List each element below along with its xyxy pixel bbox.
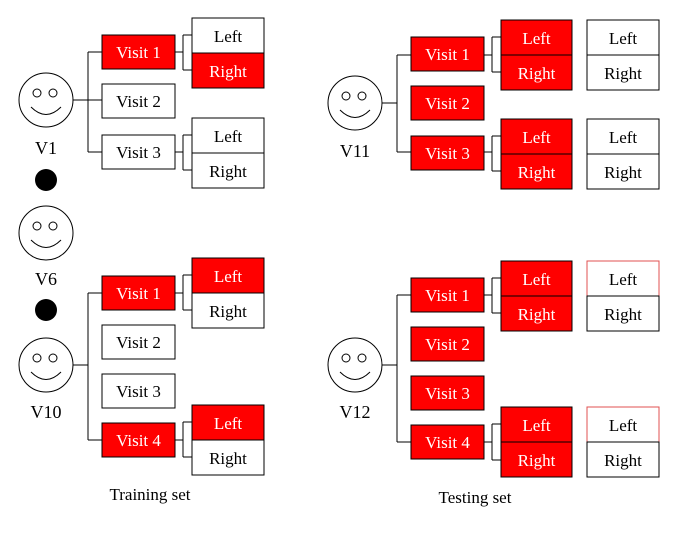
eye-pair: Left Right [191,404,265,476]
visit-box: Visit 1 [101,275,176,311]
patient-label: V10 [31,402,62,422]
eye-left-label: Left [522,128,551,147]
target-left-label: Left [609,128,638,147]
visit-label: Visit 4 [425,433,470,452]
visit-box: Visit 1 [410,277,485,313]
visit-box: Visit 3 [101,373,176,409]
patient-v12: V12 Visit 1 Visit 2 Visit 3 Visit 4 Left… [327,260,660,478]
visit-label: Visit 3 [116,382,161,401]
visit-box: Visit 4 [101,422,176,458]
visit-label: Visit 3 [116,143,161,162]
eye-right-label: Right [209,62,247,81]
smiley-face-icon [327,337,383,393]
visit-box: Visit 2 [101,83,176,119]
visit-box: Visit 1 [410,36,485,72]
training-set-caption: Training set [109,485,190,504]
visit-label: Visit 2 [425,94,470,113]
visit-label: Visit 1 [116,43,161,62]
visit-label: Visit 2 [425,335,470,354]
eye-right-label: Right [209,449,247,468]
eye-left-label: Left [214,27,243,46]
smiley-face-icon [18,72,74,128]
smiley-face-icon [327,75,383,131]
visit-label: Visit 1 [425,286,470,305]
eye-pair: Left Right [500,406,573,478]
visit-box: Visit 4 [410,424,485,460]
visit-label: Visit 4 [116,431,161,450]
eye-right-label: Right [209,302,247,321]
eye-left-label: Left [522,270,551,289]
visit-label: Visit 3 [425,384,470,403]
eye-left-label: Left [214,127,243,146]
patient-label: V11 [340,141,370,161]
visit-box: Visit 3 [410,135,485,171]
ellipsis-dot [35,169,57,191]
visit-label: Visit 1 [425,45,470,64]
visit-box: Visit 2 [410,326,485,362]
patient-v6: V6 [18,205,74,289]
eye-left-label: Left [522,29,551,48]
target-left-label: Left [609,270,638,289]
patient-label: V12 [340,402,371,422]
eye-pair: Left Right [500,118,573,190]
visit-box: Visit 2 [101,324,176,360]
ellipsis-dot [35,299,57,321]
eye-right-label: Right [518,451,556,470]
eye-right-label: Right [518,163,556,182]
visit-label: Visit 3 [425,144,470,163]
eye-right-label: Right [209,162,247,181]
patient-v10: V10 Visit 1 Visit 2 Visit 3 Visit 4 Left… [18,257,265,476]
patient-v1: V1 Visit 1 Visit 2 Visit 3 Left Right Le… [18,17,265,189]
target-left-label: Left [609,29,638,48]
target-right-label: Right [604,64,642,83]
target-eye-pair: Left Right [586,118,660,190]
eye-left-label: Left [214,267,243,286]
target-eye-pair: Left Right [586,19,660,91]
eye-pair: Left Right [500,260,573,332]
visit-label: Visit 1 [116,284,161,303]
target-right-label: Right [604,305,642,324]
visit-label: Visit 2 [116,92,161,111]
eye-pair: Left Right [191,17,265,89]
visit-box: Visit 1 [101,34,176,70]
eye-pair: Left Right [500,19,573,91]
visit-box: Visit 2 [410,85,485,121]
patient-label: V1 [35,138,57,158]
eye-pair: Left Right [191,257,265,329]
eye-left-label: Left [214,414,243,433]
visit-box: Visit 3 [410,375,485,411]
eye-right-label: Right [518,64,556,83]
eye-pair: Left Right [191,117,265,189]
patient-v11: V11 Visit 1 Visit 2 Visit 3 Left Right L… [327,19,660,190]
target-eye-pair: Left Right [586,260,660,332]
smiley-face-icon [18,205,74,261]
visit-box: Visit 3 [101,134,176,170]
target-left-label: Left [609,416,638,435]
eye-right-label: Right [518,305,556,324]
visit-label: Visit 2 [116,333,161,352]
target-right-label: Right [604,451,642,470]
target-right-label: Right [604,163,642,182]
patient-label: V6 [35,269,57,289]
eye-left-label: Left [522,416,551,435]
target-eye-pair: Left Right [586,406,660,478]
testing-set-caption: Testing set [439,488,512,507]
smiley-face-icon [18,337,74,393]
